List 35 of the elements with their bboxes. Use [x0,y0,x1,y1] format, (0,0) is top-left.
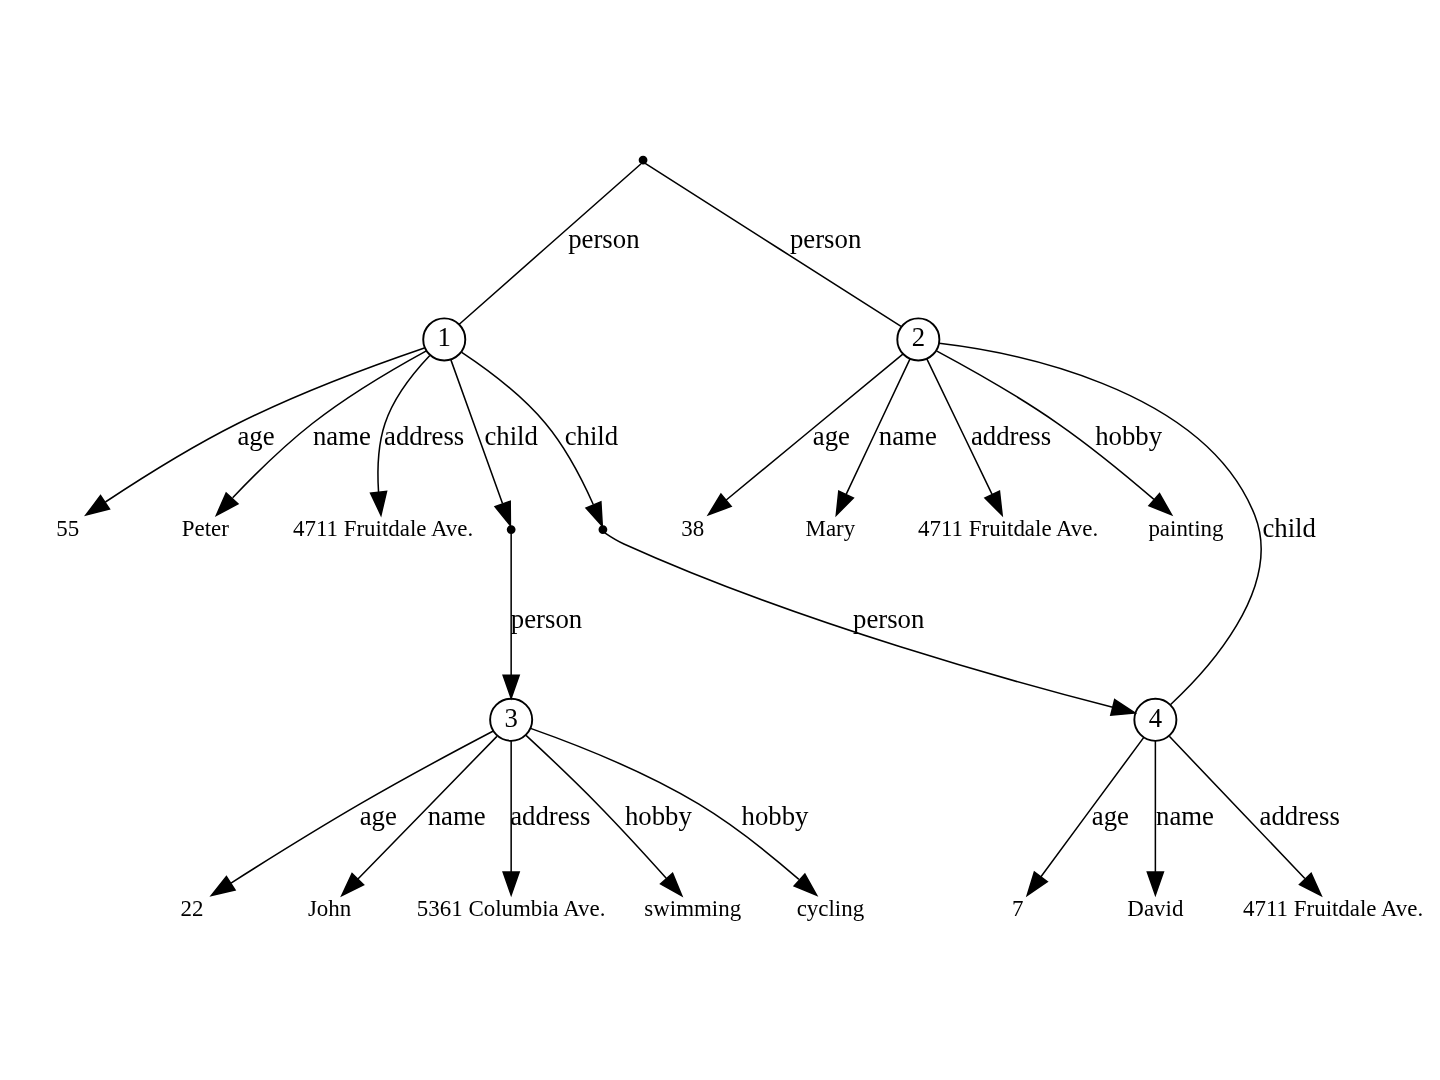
edge-label: child [1262,512,1316,543]
node-text: 7 [1012,895,1024,921]
edge-label: child [564,420,619,451]
edge-label: address [384,420,465,451]
edge-label: name [878,420,937,451]
edge-label: person [853,603,925,634]
edge-label: name [1156,800,1214,831]
edge-label: name [427,800,486,831]
node-text: John [307,895,352,921]
node-text: 55 [56,515,80,541]
node-text: 5361 Columbia Ave. [416,895,606,921]
edge-label: age [812,420,850,451]
edge-label: child [484,420,538,451]
edge-label: age [359,800,397,831]
edge-label: hobby [624,800,692,831]
edge-label: name [313,420,371,451]
edge-label: age [237,420,275,451]
node-text: 4711 Fruitdale Ave. [1243,895,1424,921]
node-text: cycling [796,895,865,921]
node-text: 38 [681,515,705,541]
node-text: painting [1148,515,1224,541]
node-text: 4711 Fruitdale Ave. [918,515,1099,541]
node-text: David [1127,895,1184,921]
edge-label: address [1259,800,1340,831]
edge-label: address [970,420,1052,451]
edge-label: person [568,223,640,254]
edge-label: hobby [1095,420,1163,451]
edge-label: age [1091,800,1130,831]
node-text: 22 [180,895,204,921]
edge-label: person [789,223,862,254]
node-text: Peter [181,515,229,541]
edge-label: hobby [741,800,809,831]
node-text: 4711 Fruitdale Ave. [292,515,474,541]
node-text: Mary [805,515,856,541]
node-text: swimming [644,895,742,921]
